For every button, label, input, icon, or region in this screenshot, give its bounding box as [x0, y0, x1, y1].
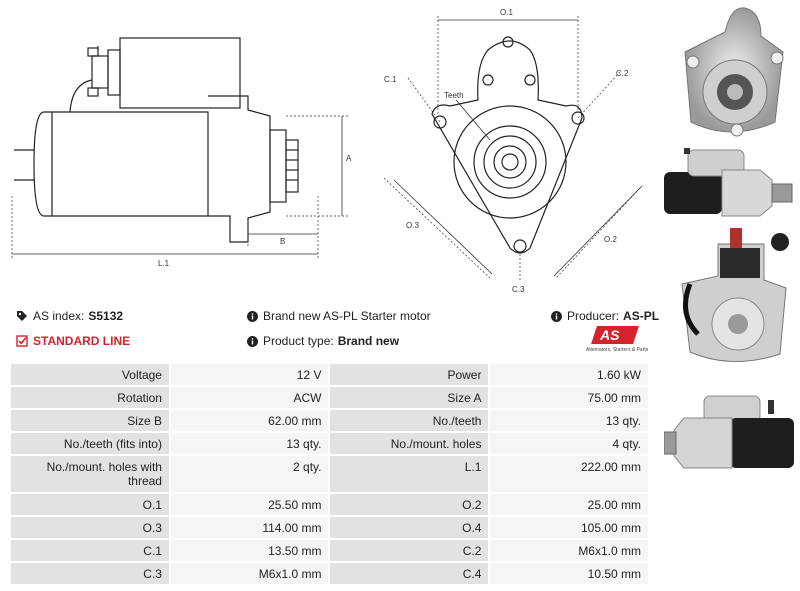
info-icon — [551, 310, 562, 322]
spec-value: 62.00 mm — [170, 410, 329, 431]
spec-key: Size A — [330, 387, 489, 408]
producer-line: Producer: AS-PL — [551, 309, 659, 323]
spec-value: 10.50 mm — [490, 563, 648, 584]
info-icon — [247, 310, 258, 322]
description-text: Brand new AS-PL Starter motor — [263, 309, 431, 323]
dim-teeth-label: Teeth — [444, 91, 464, 100]
logo-tagline: Alternators, Starters & Parts — [586, 347, 649, 353]
spec-value: M6x1.0 mm — [170, 563, 329, 584]
spec-value: 4 qty. — [490, 433, 648, 454]
product-type-line: Product type: Brand new — [247, 334, 399, 348]
spec-value: 105.00 mm — [490, 517, 648, 538]
spec-key: L.1 — [330, 456, 489, 492]
dim-l1-label: L.1 — [158, 259, 170, 268]
dim-a-label: A — [346, 154, 352, 163]
as-pl-logo: AS Alternators, Starters & Parts — [586, 326, 650, 356]
spec-value: 1.60 kW — [490, 364, 648, 385]
spec-key: C.4 — [330, 563, 489, 584]
dim-b-label: B — [280, 237, 285, 246]
spec-value: 75.00 mm — [490, 387, 648, 408]
spec-value: 2 qty. — [170, 456, 329, 492]
spec-key: O.3 — [11, 517, 169, 538]
tag-icon — [16, 310, 28, 322]
spec-key: O.4 — [330, 517, 489, 538]
product-photo-side — [664, 148, 793, 217]
spec-key: Rotation — [11, 387, 169, 408]
spec-value: 25.50 mm — [170, 494, 329, 515]
side-view-drawing: A B L.1 — [11, 37, 352, 268]
spec-value: 13 qty. — [490, 410, 648, 431]
dim-c1-label: C.1 — [384, 75, 397, 84]
spec-value: 12 V — [170, 364, 329, 385]
spec-value: 222.00 mm — [490, 456, 648, 492]
spec-value: 13 qty. — [170, 433, 329, 454]
spec-key: No./teeth — [330, 410, 489, 431]
spec-key: O.2 — [330, 494, 489, 515]
dim-o1-label: O.1 — [500, 8, 513, 17]
as-index-label: AS index: — [33, 309, 85, 323]
spec-value: 25.00 mm — [490, 494, 648, 515]
spec-value: 114.00 mm — [170, 517, 329, 538]
spec-key: C.3 — [11, 563, 169, 584]
spec-key: O.1 — [11, 494, 169, 515]
spec-value: ACW — [170, 387, 329, 408]
product-photo-angle — [664, 395, 794, 469]
spec-value: M6x1.0 mm — [490, 540, 648, 561]
spec-key: Voltage — [11, 364, 169, 385]
spec-key: C.1 — [11, 540, 169, 561]
spec-row: No./teeth (fits into)13 qty.No./mount. h… — [11, 433, 648, 454]
spec-key: C.2 — [330, 540, 489, 561]
producer-value: AS-PL — [623, 309, 660, 323]
spec-value: 13.50 mm — [170, 540, 329, 561]
spec-key: No./teeth (fits into) — [11, 433, 169, 454]
standard-line-badge: STANDARD LINE — [16, 334, 130, 348]
product-photo-front — [684, 7, 784, 137]
dim-o3-label: O.3 — [406, 221, 419, 230]
standard-line-text: STANDARD LINE — [33, 334, 131, 348]
product-type-value: Brand new — [337, 334, 400, 348]
dim-c3-label: C.3 — [512, 285, 525, 294]
description-line: Brand new AS-PL Starter motor — [247, 309, 431, 323]
dim-c2-label: C.2 — [616, 69, 629, 78]
check-square-icon — [16, 335, 28, 347]
spec-key: Size B — [11, 410, 169, 431]
as-index-line: AS index: S5132 — [16, 309, 123, 323]
product-photo-rear — [681, 228, 789, 362]
spec-key: No./mount. holes — [330, 433, 489, 454]
info-icon — [247, 335, 258, 347]
spec-key: No./mount. holes with thread — [11, 456, 169, 492]
dim-o2-label: O.2 — [604, 235, 617, 244]
spec-key: Power — [330, 364, 489, 385]
product-type-label: Product type: — [263, 334, 334, 348]
front-view-drawing: O.1 C.1 C.2 Teeth O.3 O.2 C.3 — [383, 8, 643, 294]
producer-label: Producer: — [567, 309, 620, 323]
as-index-value: S5132 — [88, 309, 124, 323]
logo-text: AS — [600, 327, 620, 343]
